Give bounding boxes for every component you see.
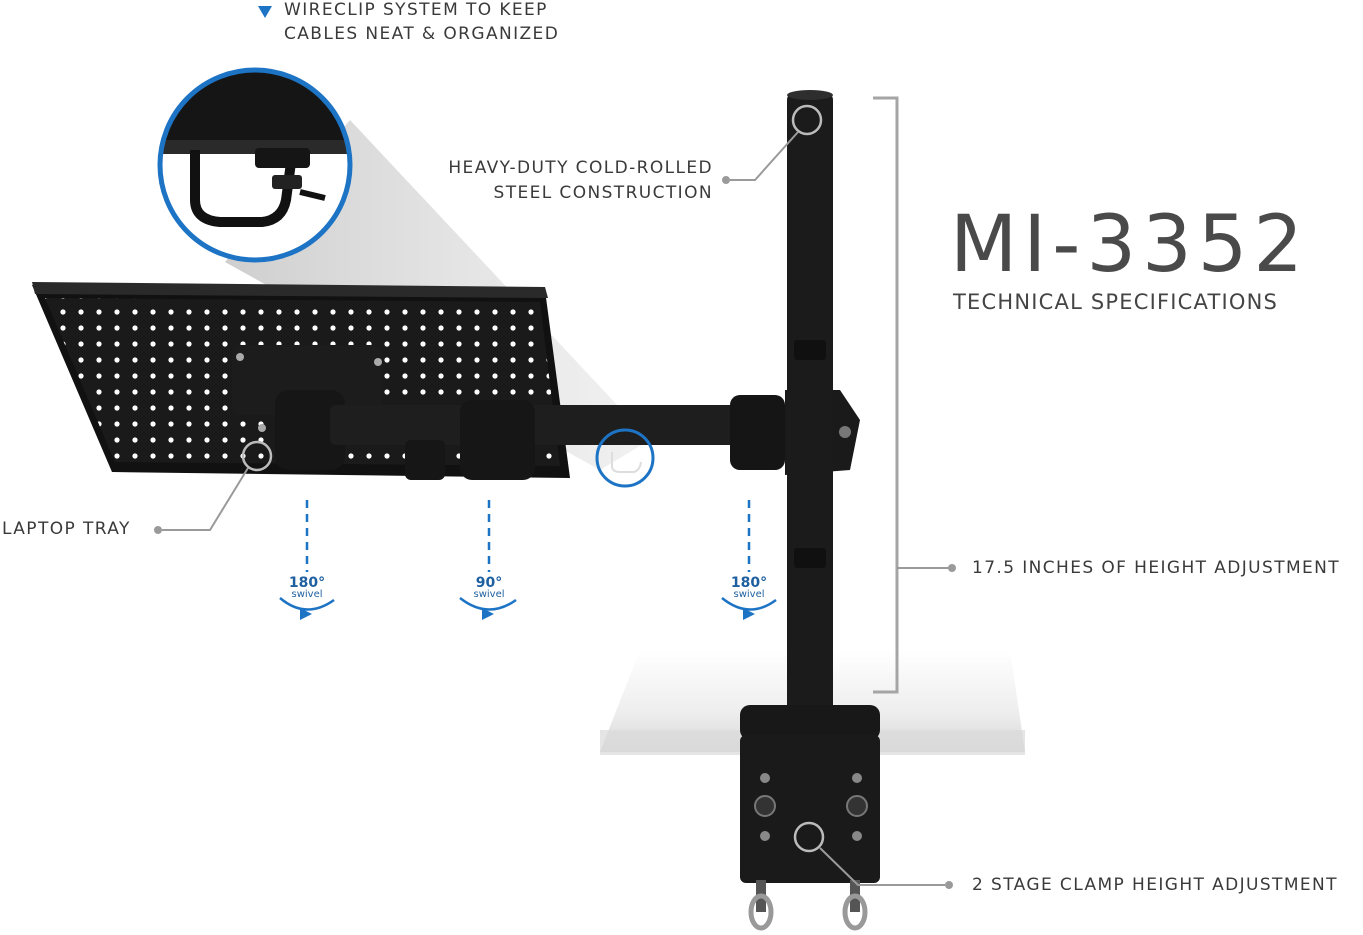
spec-subtitle: TECHNICAL SPECIFICATIONS xyxy=(953,290,1279,314)
swivel-word: swivel xyxy=(291,589,323,600)
swivel-badge-2: 90° swivel xyxy=(454,576,524,600)
swivel-badge-3: 180° swivel xyxy=(714,576,784,600)
pole xyxy=(787,90,833,717)
height-callout: 17.5 INCHES OF HEIGHT ADJUSTMENT xyxy=(972,558,1341,578)
swivel-degrees: 180° xyxy=(288,575,326,591)
swivel-degrees: 90° xyxy=(475,575,503,591)
swivel-badge-1: 180° swivel xyxy=(272,576,342,600)
laptop-tray-callout: LAPTOP TRAY xyxy=(2,519,131,539)
wireclip-locator xyxy=(595,428,655,488)
height-bracket xyxy=(873,96,956,694)
wireclip-callout-line1: WIRECLIP SYSTEM TO KEEP xyxy=(284,0,548,20)
swing-arm xyxy=(232,345,860,480)
model-number: MI-3352 xyxy=(950,200,1309,290)
wireclip-callout-line2: CABLES NEAT & ORGANIZED xyxy=(284,24,560,44)
swivel-word: swivel xyxy=(473,589,505,600)
steel-callout-line1: HEAVY-DUTY COLD-ROLLED xyxy=(448,158,713,178)
swivel-degrees: 180° xyxy=(730,575,768,591)
desk-clamp xyxy=(740,705,880,931)
steel-callout-line2: STEEL CONSTRUCTION xyxy=(493,183,713,203)
clamp-callout: 2 STAGE CLAMP HEIGHT ADJUSTMENT xyxy=(972,875,1338,895)
wireclip-marker-icon xyxy=(258,6,272,18)
swivel-word: swivel xyxy=(733,589,765,600)
